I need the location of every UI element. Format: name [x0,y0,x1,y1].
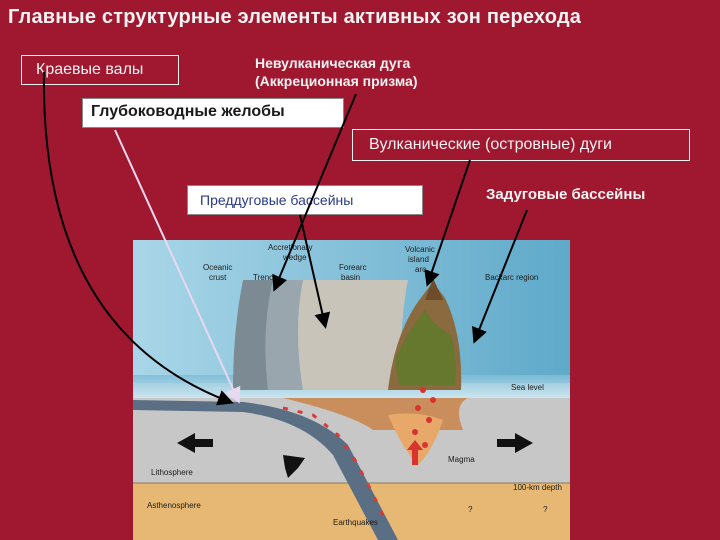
label-zadugovye-text: Задуговые бассейны [486,186,645,203]
label-kraevye-valy: Краевые валы [21,55,179,85]
dlabel-backarc: Backarc region [485,273,538,282]
label-zadugovye: Задуговые бассейны [486,186,645,203]
dlabel-forearc-2: basin [341,273,360,282]
label-nevulkanicheskaya-duga: Невулканическая дуга (Аккреционная призм… [255,54,418,90]
dlabel-oceanic-2: crust [209,273,227,282]
label-zheloby: Глубоководные желобы [82,98,344,128]
dlabel-question-1: ? [468,505,473,514]
dlabel-accretionary-1: Accretionary [268,243,312,252]
label-nevulk-line2: (Аккреционная призма) [255,72,418,90]
label-vulkanicheskie-dugi: Вулканические (островные) дуги [352,129,690,161]
dlabel-lithosphere: Lithosphere [151,468,193,477]
label-kraevye-valy-text: Краевые валы [36,61,143,78]
dlabel-forearc-1: Forearc [339,263,367,272]
accretionary-wedge [265,280,303,390]
dlabel-asthenosphere: Asthenosphere [147,501,201,510]
label-preddugovye: Преддуговые бассейны [187,185,423,215]
label-preddugovye-text: Преддуговые бассейны [200,192,353,208]
dlabel-trench: Trench [253,273,278,282]
label-zheloby-text: Глубоководные желобы [91,103,285,120]
asthenosphere-block [133,483,570,540]
dlabel-sea-level: Sea level [511,383,544,392]
label-vulkanicheskie-text: Вулканические (островные) дуги [369,136,612,153]
slide-title: Главные структурные элементы активных зо… [8,6,581,29]
dlabel-depth: 100-km depth [513,483,562,492]
label-nevulk-line1: Невулканическая дуга [255,54,418,72]
dlabel-volcanic-1: Volcanic [405,245,435,254]
dlabel-earthquakes: Earthquakes [333,518,378,527]
dlabel-volcanic-2: island [408,255,429,264]
dlabel-volcanic-3: arc [415,265,426,274]
dlabel-oceanic-1: Oceanic [203,263,232,272]
dlabel-accretionary-2: wedge [282,253,307,262]
dlabel-question-2: ? [543,505,548,514]
dlabel-magma: Magma [448,455,475,464]
subduction-zone-diagram: Oceanic crust Trench Accretionary wedge … [133,240,570,540]
